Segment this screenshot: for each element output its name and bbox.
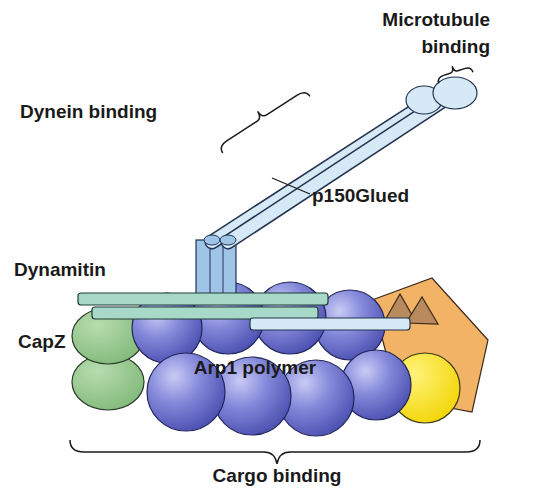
arm-base bbox=[220, 235, 236, 245]
cap-gly-head bbox=[433, 77, 477, 109]
p62-rod bbox=[250, 318, 410, 330]
brace bbox=[214, 83, 310, 153]
adaptor-triangle bbox=[406, 297, 438, 324]
capz-label-box: CapZ bbox=[16, 320, 152, 400]
brace-path bbox=[214, 83, 310, 153]
part-label: Cargo binding bbox=[167, 462, 387, 489]
part-label: Dynamitin bbox=[14, 256, 144, 283]
p150-arm bbox=[228, 98, 447, 242]
brace-path bbox=[435, 61, 473, 84]
part-label: p150Glued bbox=[312, 182, 442, 209]
dynamitin-rod bbox=[92, 307, 318, 319]
part-label: Dynein binding bbox=[20, 98, 210, 125]
part-name: Arp1 polymer bbox=[130, 356, 380, 380]
part-label: Microtubule binding bbox=[360, 6, 490, 60]
arm-base bbox=[204, 235, 220, 245]
arp1-label-box: Arp1 polymer bbox=[130, 290, 380, 420]
brace-path bbox=[70, 440, 480, 464]
dynamitin-rod bbox=[78, 293, 328, 305]
p150-arm-outline bbox=[228, 98, 447, 242]
part-name: CapZ bbox=[18, 330, 152, 354]
brace bbox=[435, 61, 473, 84]
leader-line bbox=[272, 178, 310, 194]
